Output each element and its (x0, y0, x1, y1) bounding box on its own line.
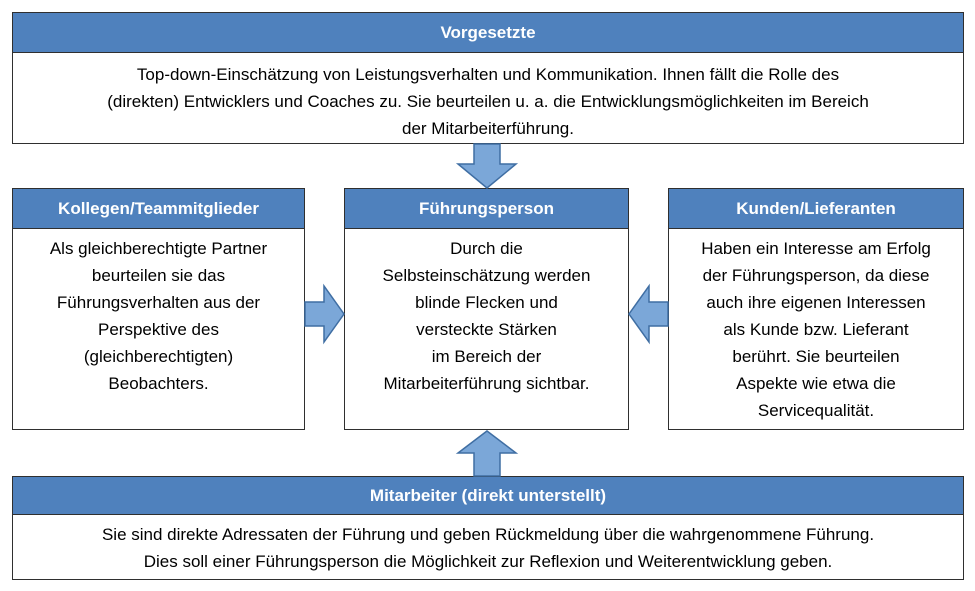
leader-text-line: im Bereich der (431, 347, 542, 366)
supervisors-text-line: Top-down-Einschätzung von Leistungsverha… (136, 65, 840, 84)
colleagues-box: Kollegen/Teammitglieder Als gleichberech… (12, 188, 305, 430)
supervisors-text-line: der Mitarbeiterführung. (402, 119, 574, 138)
employees-text: Sie sind direkte Adressaten der Führung … (13, 515, 963, 575)
leader-text-line: versteckte Stärken (416, 320, 557, 339)
colleagues-text-line: beurteilen sie das (91, 266, 226, 285)
colleagues-text-line: (gleichberechtigten) (83, 347, 234, 366)
colleagues-text-line: Beobachters. (108, 374, 209, 393)
arrow-down-icon (455, 143, 519, 189)
supervisors-title: Vorgesetzte (13, 13, 963, 53)
customers-text-line: Haben ein Interesse am Erfolg (701, 239, 931, 258)
colleagues-title: Kollegen/Teammitglieder (13, 189, 304, 229)
arrow-right-icon (304, 283, 345, 345)
customers-text-line: Servicequalität. (757, 401, 875, 420)
customers-text-line: der Führungsperson, da diese (702, 266, 930, 285)
employees-text-line: Dies soll einer Führungsperson die Mögli… (143, 552, 833, 571)
leader-text: Durch die Selbsteinschätzung werden blin… (345, 229, 628, 397)
colleagues-text-line: Als gleichberechtigte Partner (49, 239, 268, 258)
arrow-left-icon (628, 283, 669, 345)
leader-text-line: Durch die (450, 239, 523, 258)
supervisors-text: Top-down-Einschätzung von Leistungsverha… (13, 53, 963, 142)
customers-text-line: auch ihre eigenen Interessen (706, 293, 926, 312)
employees-text-line: Sie sind direkte Adressaten der Führung … (101, 525, 875, 544)
leader-text-line: blinde Flecken und (415, 293, 558, 312)
customers-text-line: berührt. Sie beurteilen (732, 347, 900, 366)
leader-text-line: Selbsteinschätzung werden (382, 266, 591, 285)
leader-title: Führungsperson (345, 189, 628, 229)
leader-text-line: Mitarbeiterführung sichtbar. (383, 374, 590, 393)
employees-title: Mitarbeiter (direkt unterstellt) (13, 477, 963, 515)
colleagues-text: Als gleichberechtigte Partner beurteilen… (13, 229, 304, 397)
colleagues-text-line: Perspektive des (98, 320, 219, 339)
customers-title: Kunden/Lieferanten (669, 189, 963, 229)
colleagues-text-line: Führungsverhalten aus der (56, 293, 261, 312)
customers-text-line: als Kunde bzw. Lieferant (723, 320, 909, 339)
supervisors-text-line: (direkten) Entwicklers und Coaches zu. S… (107, 92, 869, 111)
employees-box: Mitarbeiter (direkt unterstellt) Sie sin… (12, 476, 964, 580)
customers-text-line: Aspekte wie etwa die (736, 374, 896, 393)
customers-box: Kunden/Lieferanten Haben ein Interesse a… (668, 188, 964, 430)
arrow-up-icon (455, 430, 519, 477)
leader-box: Führungsperson Durch die Selbsteinschätz… (344, 188, 629, 430)
supervisors-box: Vorgesetzte Top-down-Einschätzung von Le… (12, 12, 964, 144)
customers-text: Haben ein Interesse am Erfolg der Führun… (669, 229, 963, 424)
